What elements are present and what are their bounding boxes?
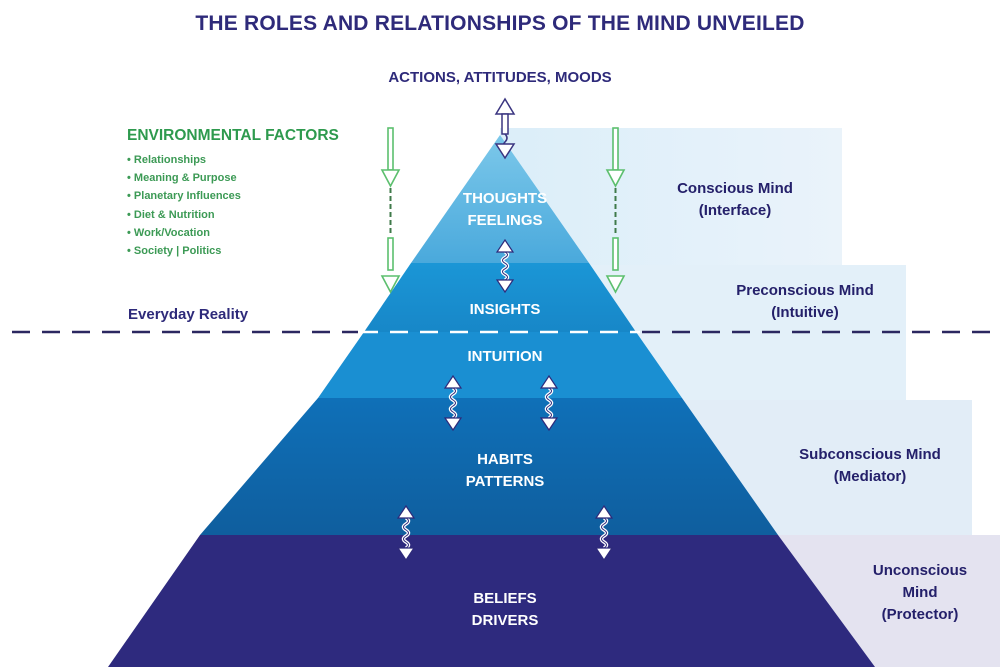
- layer-label-line2: PATTERNS: [465, 473, 545, 490]
- mind-level-role: (Intuitive): [771, 304, 839, 321]
- environmental-factors-title: ENVIRONMENTAL FACTORS: [127, 127, 339, 144]
- conscious-mind-label: Conscious Mind (Interface): [650, 178, 820, 222]
- wavy-bidirectional-arrow-icon: [443, 374, 463, 432]
- mind-level-name: Unconscious: [872, 562, 968, 579]
- environmental-factors-list: Relationships Meaning & Purpose Planetar…: [127, 151, 241, 260]
- layer-label-line2: DRIVERS: [471, 612, 539, 629]
- layer-label-line2: FEELINGS: [467, 212, 543, 229]
- habits-patterns-label: HABITS PATTERNS: [420, 449, 590, 493]
- environmental-factor-item: Planetary Influences: [127, 187, 241, 205]
- mind-level-name: Mind: [902, 584, 938, 601]
- mind-level-role: (Mediator): [833, 468, 907, 485]
- layer-label-line1: THOUGHTS: [462, 190, 548, 207]
- beliefs-drivers-label: BELIEFS DRIVERS: [420, 588, 590, 632]
- environmental-arrow-left-icon: [380, 127, 401, 294]
- mind-level-name: Preconscious Mind: [736, 282, 874, 299]
- wavy-bidirectional-arrow-icon: [396, 504, 416, 562]
- insights-label: INSIGHTS: [469, 301, 541, 318]
- layer-label-line1: HABITS: [477, 451, 533, 468]
- unconscious-mind-label: Unconscious Mind (Protector): [860, 560, 980, 626]
- top-bidirectional-arrow-icon: [494, 97, 516, 160]
- everyday-reality-label: Everyday Reality: [128, 306, 249, 323]
- environmental-arrow-right-icon: [605, 127, 626, 294]
- thoughts-feelings-label: THOUGHTS FEELINGS: [420, 188, 590, 232]
- subconscious-mind-label: Subconscious Mind (Mediator): [775, 444, 965, 488]
- layer-label-line1: BELIEFS: [473, 590, 537, 607]
- layer-beliefs-drivers: [108, 535, 875, 667]
- actions-attitudes-moods-label: ACTIONS, ATTITUDES, MOODS: [388, 69, 612, 86]
- mind-level-role: (Protector): [881, 606, 959, 623]
- diagram-title: THE ROLES AND RELATIONSHIPS OF THE MIND …: [195, 12, 805, 35]
- wavy-bidirectional-arrow-icon: [495, 238, 515, 294]
- wavy-bidirectional-arrow-icon: [594, 504, 614, 562]
- preconscious-mind-label: Preconscious Mind (Intuitive): [710, 280, 900, 324]
- layer-insights: [364, 263, 636, 332]
- mind-level-role: (Interface): [698, 202, 772, 219]
- mind-level-name: Conscious Mind: [677, 180, 793, 197]
- wavy-bidirectional-arrow-icon: [539, 374, 559, 432]
- environmental-factor-item: Meaning & Purpose: [127, 169, 241, 187]
- intuition-label: INTUITION: [467, 348, 543, 365]
- environmental-factor-item: Work/Vocation: [127, 224, 241, 242]
- environmental-factor-item: Diet & Nutrition: [127, 206, 241, 224]
- mind-level-name: Subconscious Mind: [799, 446, 941, 463]
- layer-habits-patterns: [200, 398, 778, 535]
- environmental-factor-item: Society | Politics: [127, 242, 241, 260]
- layer-intuition: [318, 332, 682, 398]
- layer-thoughts-feelings: [411, 135, 589, 263]
- environmental-factor-item: Relationships: [127, 151, 241, 169]
